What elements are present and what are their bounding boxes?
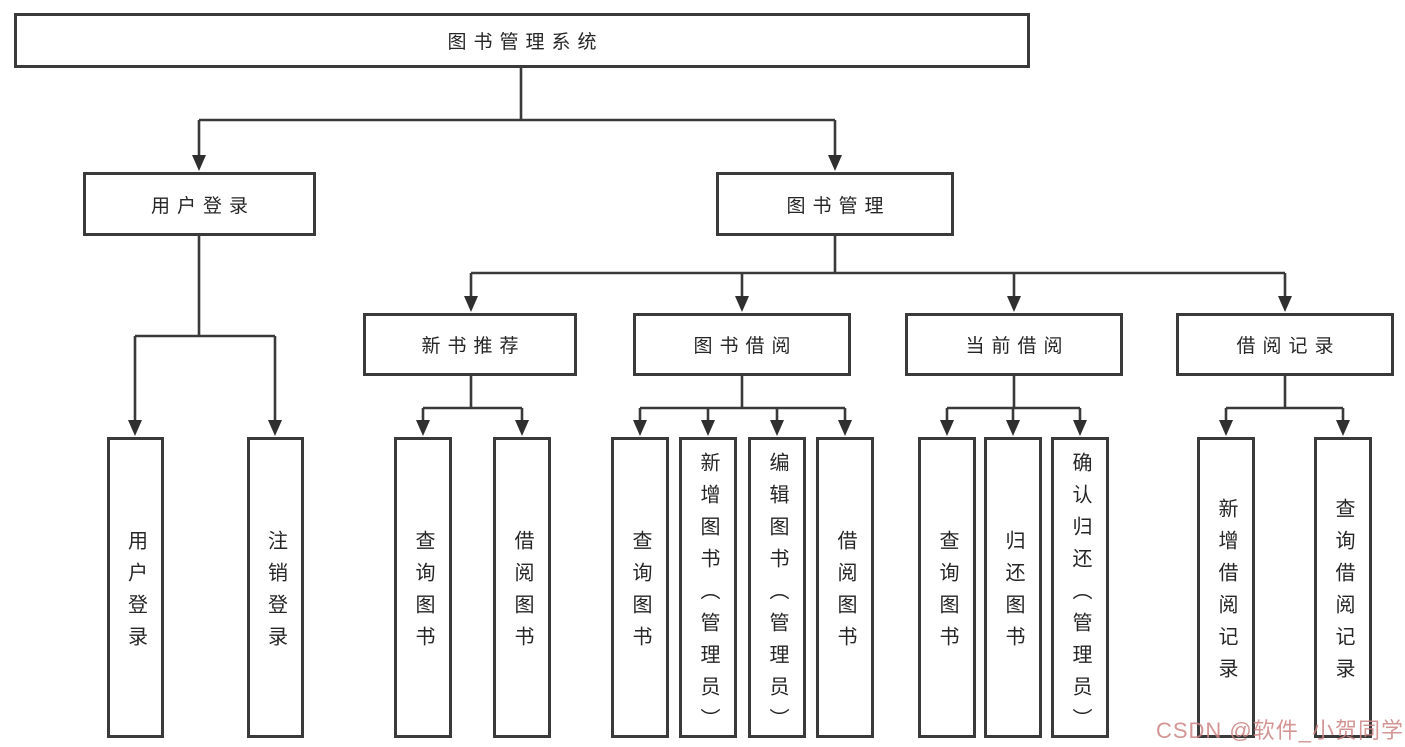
node-label: 查询图书	[629, 529, 651, 658]
node-label: 编辑图书（管理员）	[766, 452, 788, 740]
node-new-book-recommendation: 新书推荐	[363, 313, 577, 376]
node-borrowing-records: 借阅记录	[1176, 313, 1394, 376]
node-user-login-leaf: 用户登录	[107, 437, 164, 738]
node-edit-books-admin: 编辑图书（管理员）	[748, 437, 806, 740]
node-add-borrow-record: 新增借阅记录	[1197, 437, 1255, 738]
node-label: 确认归还（管理员）	[1069, 452, 1091, 740]
node-user-login: 用户登录	[83, 172, 316, 236]
node-library-management-system: 图书管理系统	[14, 13, 1030, 68]
node-borrow-books: 借阅图书	[493, 437, 551, 738]
node-book-borrowing: 图书借阅	[633, 313, 851, 376]
node-query-borrow-record: 查询借阅记录	[1314, 437, 1372, 738]
node-label: 借阅图书	[834, 529, 856, 658]
csdn-watermark: CSDN @软件_小贺同学	[1155, 718, 1404, 743]
node-label: 新增借阅记录	[1215, 497, 1237, 690]
node-book-management: 图书管理	[716, 172, 954, 236]
node-label: 查询图书	[412, 529, 434, 658]
node-label: 新增图书（管理员）	[697, 452, 719, 740]
node-label: 借阅图书	[511, 529, 533, 658]
node-add-books-admin: 新增图书（管理员）	[679, 437, 737, 740]
node-confirm-return-admin: 确认归还（管理员）	[1051, 437, 1109, 740]
node-label: 用户登录	[124, 529, 147, 658]
node-label: 查询图书	[936, 529, 958, 658]
node-query-books: 查询图书	[918, 437, 976, 738]
node-borrow-books: 借阅图书	[816, 437, 874, 738]
node-label: 查询借阅记录	[1332, 497, 1354, 690]
arrowheads	[128, 155, 1350, 436]
node-label: 归还图书	[1002, 529, 1024, 658]
node-current-borrowing: 当前借阅	[905, 313, 1123, 376]
node-logout: 注销登录	[247, 437, 304, 738]
node-query-books: 查询图书	[611, 437, 669, 738]
node-label: 注销登录	[264, 529, 287, 658]
node-query-books: 查询图书	[394, 437, 452, 738]
node-return-books: 归还图书	[984, 437, 1042, 738]
